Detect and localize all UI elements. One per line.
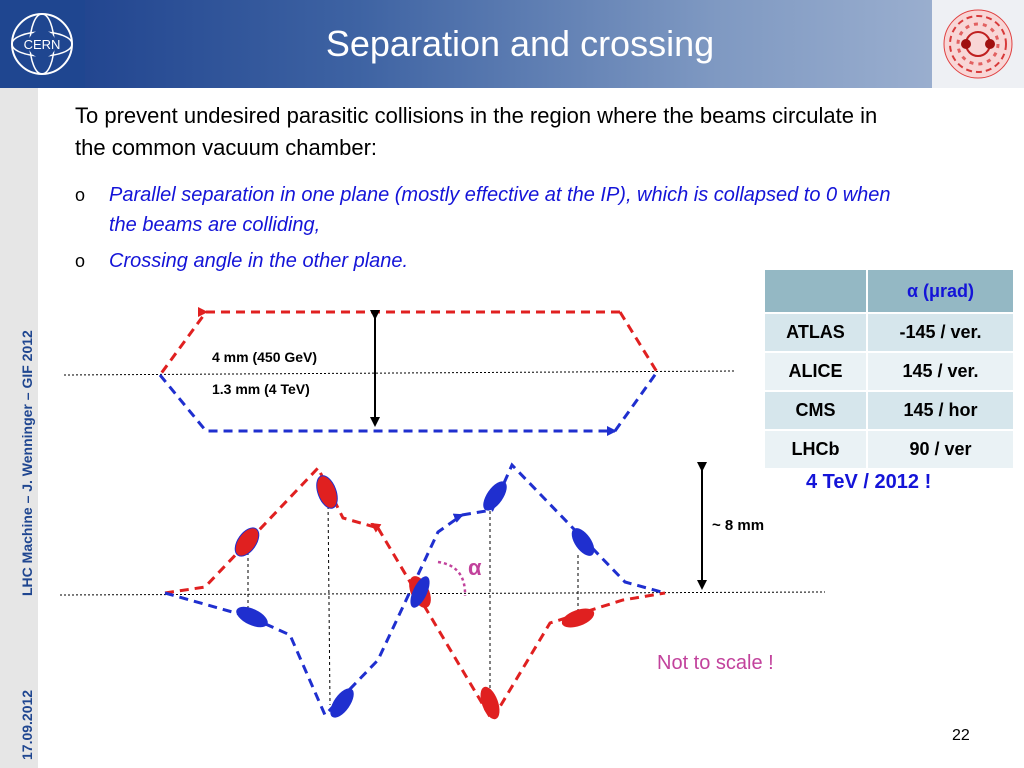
blue-beam-right bbox=[461, 462, 666, 595]
table-header-cell bbox=[763, 268, 868, 314]
collision-picture-icon bbox=[943, 9, 1013, 79]
list-item: o Crossing angle in the other plane. bbox=[75, 246, 905, 276]
table-row: ALICE 145 / ver. bbox=[763, 351, 1015, 392]
table-cell: -145 / ver. bbox=[866, 312, 1015, 353]
table-cell: CMS bbox=[763, 390, 868, 431]
crossing-angle-table: α (μrad) ATLAS -145 / ver. ALICE 145 / v… bbox=[763, 268, 1015, 470]
separation-4tev-label: 1.3 mm (4 TeV) bbox=[212, 381, 310, 397]
bullet-marker: o bbox=[75, 185, 86, 205]
table-header-cell: α (μrad) bbox=[866, 268, 1015, 314]
cern-logo: CERN bbox=[0, 0, 85, 88]
blue-bunch bbox=[483, 481, 507, 511]
page-number: 22 bbox=[952, 727, 970, 744]
beam-axis-line bbox=[63, 370, 736, 376]
table-cell: 145 / ver. bbox=[866, 351, 1015, 392]
table-cell: 90 / ver bbox=[866, 429, 1015, 470]
red-bunch bbox=[316, 475, 338, 509]
crossing-angle-diagram: α ~ 8 mm bbox=[59, 462, 826, 723]
parallel-separation-diagram: 4 mm (450 GeV) 1.3 mm (4 TeV) bbox=[63, 307, 736, 436]
blue-beam-left bbox=[164, 513, 463, 718]
table-row: CMS 145 / hor bbox=[763, 390, 1015, 431]
red-beam-right bbox=[376, 527, 666, 723]
crossing-angle-arc bbox=[437, 560, 467, 597]
table-row: ATLAS -145 / ver. bbox=[763, 312, 1015, 353]
bullet-marker: o bbox=[75, 251, 86, 271]
red-bunch bbox=[561, 608, 595, 628]
bullet-text: Parallel separation in one plane (mostly… bbox=[109, 184, 891, 236]
intro-text: To prevent undesired parasitic collision… bbox=[75, 103, 878, 160]
table-cell: ATLAS bbox=[763, 312, 868, 353]
table-cell: 145 / hor bbox=[866, 390, 1015, 431]
blue-arrow-head bbox=[452, 513, 464, 523]
blue-bunch-ip bbox=[410, 576, 430, 608]
red-bunch bbox=[480, 686, 500, 720]
red-beam-left bbox=[164, 465, 379, 595]
title-bar bbox=[0, 0, 1024, 88]
table-cell: LHCb bbox=[763, 429, 868, 470]
red-beam-top-right bbox=[618, 311, 659, 373]
red-beam-top bbox=[158, 310, 620, 376]
crossing-8mm-label: ~ 8 mm bbox=[712, 517, 764, 534]
left-sidebar: LHC Machine – J. Wenninger – GIF 2012 17… bbox=[0, 88, 38, 768]
bullet-text: Crossing angle in the other plane. bbox=[109, 250, 409, 272]
blue-bunch bbox=[330, 688, 354, 718]
page-title: Separation and crossing bbox=[325, 23, 715, 64]
separation-450gev-label: 4 mm (450 GeV) bbox=[212, 349, 317, 365]
table-cell: ALICE bbox=[763, 351, 868, 392]
tev-note: 4 TeV / 2012 ! bbox=[806, 471, 932, 493]
blue-beam-bottom-right bbox=[613, 371, 659, 432]
table-row: LHCb 90 / ver bbox=[763, 429, 1015, 470]
bullet-list: o Parallel separation in one plane (mostl… bbox=[75, 180, 905, 282]
red-arrow-head bbox=[370, 522, 382, 533]
red-bunch bbox=[234, 527, 260, 557]
not-to-scale-note: Not to scale ! bbox=[657, 652, 774, 674]
blue-beam-bottom bbox=[158, 374, 615, 433]
alpha-label: α bbox=[468, 555, 482, 580]
cern-logo-icon: CERN bbox=[11, 13, 73, 75]
blue-bunch bbox=[571, 528, 595, 556]
beam-axis-line bbox=[59, 591, 826, 596]
marker-line bbox=[327, 499, 331, 706]
list-item: o Parallel separation in one plane (mostl… bbox=[75, 180, 905, 240]
table-header-row: α (μrad) bbox=[763, 268, 1015, 314]
blue-bunch bbox=[236, 606, 268, 628]
lhc-collision-image bbox=[932, 0, 1024, 88]
logo-text: CERN bbox=[24, 37, 61, 52]
